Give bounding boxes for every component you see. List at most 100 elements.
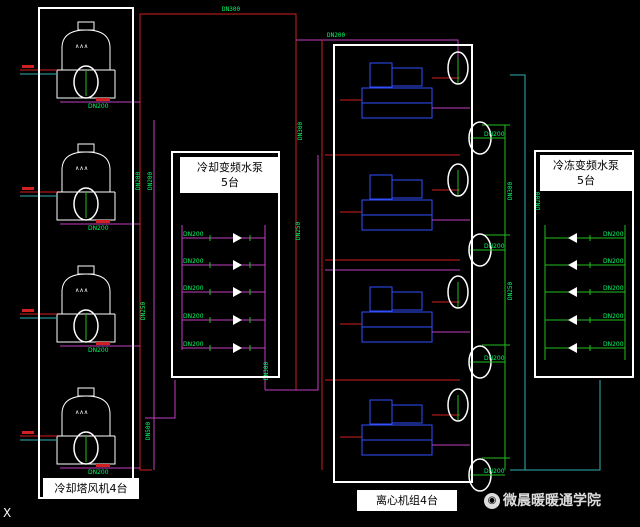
tower-fan	[77, 387, 95, 397]
pipe-label-left-b: DN200	[147, 172, 154, 190]
cooling-pump-4: DN200	[182, 313, 265, 325]
tower-outlet-tag	[96, 220, 110, 223]
highlight-circle	[73, 65, 99, 99]
pipe-label-left-d: DN500	[145, 422, 152, 440]
cooling-pump-3: DN200	[182, 285, 265, 297]
chilled-pump-label-line2: 5台	[577, 174, 595, 187]
pipe-label-right: DN250	[507, 282, 514, 300]
cooling-tower-4: ∧∧∧ DN200	[20, 387, 140, 476]
chilled-pump-label-line1: 冷冻变频水泵	[553, 159, 619, 172]
chiller-motor	[391, 404, 423, 424]
pipe-label-left-a: DN200	[135, 172, 142, 190]
cooling-pump-label: 冷却变频水泵 5台	[180, 157, 280, 193]
pipe-label-mid: DN250	[295, 222, 302, 240]
corner-mark: X	[3, 506, 12, 520]
pump-icon	[568, 233, 577, 243]
chilled-pump-1: DN200	[545, 231, 625, 243]
pump-pipe-label: DN200	[603, 231, 624, 238]
pump-icon	[233, 315, 242, 325]
chilled-pump-label: 冷冻变频水泵 5台	[540, 155, 632, 191]
pump-icon	[568, 287, 577, 297]
tower-inlet-tag	[22, 309, 34, 312]
highlight-circle	[73, 431, 99, 465]
chiller-pipe-label: DN200	[484, 468, 505, 475]
highlight-circle	[447, 275, 469, 309]
chilled-pump-5: DN200	[545, 341, 625, 353]
tower-nozzles: ∧∧∧	[75, 43, 88, 50]
pump-icon	[233, 260, 242, 270]
tower-outlet-tag	[96, 464, 110, 467]
highlight-circle	[447, 51, 469, 85]
chiller-pipe-label: DN200	[484, 355, 505, 362]
pump-icon	[568, 343, 577, 353]
tower-pipe-label: DN200	[88, 347, 109, 354]
tower-body	[61, 151, 111, 193]
cooling-return-main	[296, 155, 319, 391]
chilled-pump-box	[534, 150, 634, 378]
chilled-pump-2: DN200	[545, 258, 625, 270]
chilled-pump-3: DN200	[545, 285, 625, 297]
pipe-label-pump-out: DN300	[263, 362, 270, 380]
chiller-compressor	[369, 399, 393, 425]
chiller-pipe-label: DN200	[484, 131, 505, 138]
cooling-supply-main	[140, 13, 297, 390]
pipe-label-mid-top: DN300	[297, 122, 304, 140]
chilled-pump-4: DN200	[545, 313, 625, 325]
tower-pipe-label: DN200	[88, 469, 109, 476]
tower-body	[61, 273, 111, 315]
pump-pipe-label: DN200	[603, 285, 624, 292]
tower-return-link	[145, 380, 176, 419]
supply-riser-left	[139, 14, 152, 471]
chiller-group-box	[333, 44, 473, 483]
tower-pipe-label: DN200	[88, 225, 109, 232]
pump-pipe-label: DN200	[603, 258, 624, 265]
pump-icon	[568, 315, 577, 325]
chiller-compressor	[369, 286, 393, 312]
highlight-circle	[73, 187, 99, 221]
cooling-pump-label-line2: 5台	[221, 176, 239, 189]
chiller-compressor	[369, 174, 393, 200]
pipe-label-top: DN300	[222, 6, 240, 13]
pump-pipe-label: DN200	[183, 231, 204, 238]
watermark: ◉微晨暖暖通学院	[484, 490, 601, 510]
chiller-2: DN200	[340, 163, 505, 267]
cooling-pump-label-line1: 冷却变频水泵	[197, 161, 263, 174]
tower-body	[61, 29, 111, 71]
chiller-compressor	[369, 62, 393, 88]
chiller-1: DN200	[340, 51, 505, 155]
chilled-return-bottom	[510, 380, 601, 471]
pipe-label-right-b: DN200	[535, 192, 542, 210]
pump-icon	[568, 260, 577, 270]
highlight-circle	[447, 388, 469, 422]
tower-inlet-tag	[22, 65, 34, 68]
pump-icon	[233, 287, 242, 297]
chiller-4: DN200	[340, 388, 505, 492]
pipe-label-left-c: DN250	[140, 302, 147, 320]
chiller-motor	[391, 291, 423, 311]
pipe-label-header: DN200	[327, 32, 345, 39]
cooling-pump-2: DN200	[182, 258, 265, 270]
tower-fan	[77, 143, 95, 153]
tower-pipe-label: DN200	[88, 103, 109, 110]
tower-body	[61, 395, 111, 437]
tower-inlet-tag	[22, 431, 34, 434]
chiller-3: DN200	[340, 275, 505, 379]
pump-icon	[233, 233, 242, 243]
chilled-return-riser	[510, 74, 526, 470]
tower-fan	[77, 21, 95, 31]
chiller-header-top	[296, 39, 459, 58]
wechat-icon: ◉	[484, 493, 500, 509]
tower-nozzles: ∧∧∧	[75, 287, 88, 294]
highlight-circle	[447, 163, 469, 197]
cooling-pump-5: DN200	[182, 341, 265, 353]
tower-group-label: 冷却塔风机4台	[43, 478, 139, 499]
tower-outlet-tag	[96, 98, 110, 101]
cooling-pump-box	[171, 151, 280, 378]
tower-nozzles: ∧∧∧	[75, 409, 88, 416]
chiller-motor	[391, 67, 423, 87]
watermark-text: 微晨暖暖通学院	[503, 493, 601, 509]
pipe-label-right-top: DN300	[507, 182, 514, 200]
chiller-pipe-label: DN200	[484, 243, 505, 250]
